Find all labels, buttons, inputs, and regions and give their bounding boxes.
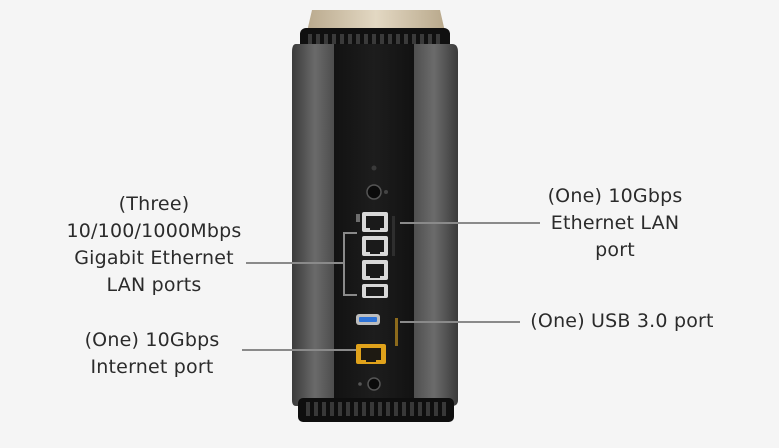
ethernet-lan-port-label-line: port <box>595 239 635 261</box>
gigabit-lan-port-1 <box>362 236 388 256</box>
led-indicator <box>371 165 377 171</box>
power-button <box>367 377 381 391</box>
usb-port-leader <box>400 321 520 323</box>
internet-port-leader <box>242 349 356 351</box>
gigabit-lan-port-2 <box>362 260 388 280</box>
ethernet-10g-lan-port <box>362 212 388 232</box>
reset-button <box>366 184 382 200</box>
usb-port-label: (One) USB 3.0 port <box>522 308 722 335</box>
ethernet-lan-port-label-line: (One) 10Gbps <box>547 185 683 207</box>
lan-ports-label-line: Gigabit Ethernet <box>74 247 234 269</box>
bottom-vent-slots <box>306 402 446 416</box>
lan-ports-label-line: (Three) <box>118 193 190 215</box>
internet-port-label: (One) 10Gbps Internet port <box>52 327 252 381</box>
internet-port-label-line: (One) 10Gbps <box>84 329 220 351</box>
usb-port-label-line: (One) USB 3.0 port <box>530 310 714 332</box>
lan-ports-leader <box>246 262 344 264</box>
router-right-side <box>410 44 458 406</box>
router-left-side <box>292 44 338 406</box>
ethernet-lan-port-label: (One) 10Gbps Ethernet LAN port <box>520 183 710 264</box>
lan-ports-bracket <box>343 232 345 296</box>
lan-ports-label-line: 10/100/1000Mbps <box>66 220 242 242</box>
router-bottom-vents <box>298 398 454 422</box>
ethernet-lan-port-leader <box>400 222 540 224</box>
lan-ports-bracket-bottom <box>343 294 357 296</box>
gigabit-lan-port-3 <box>362 284 388 298</box>
lan-ports-label-line: LAN ports <box>106 274 202 296</box>
lan-ports-bracket-top <box>343 232 357 234</box>
ethernet-lan-port-label-line: Ethernet LAN <box>550 212 680 234</box>
lan-ports-label: (Three) 10/100/1000Mbps Gigabit Ethernet… <box>44 191 264 299</box>
usb-3-port <box>356 314 380 325</box>
top-vent-slots <box>308 34 440 48</box>
internet-port-label-line: Internet port <box>90 356 214 378</box>
internet-10g-port <box>356 344 386 364</box>
